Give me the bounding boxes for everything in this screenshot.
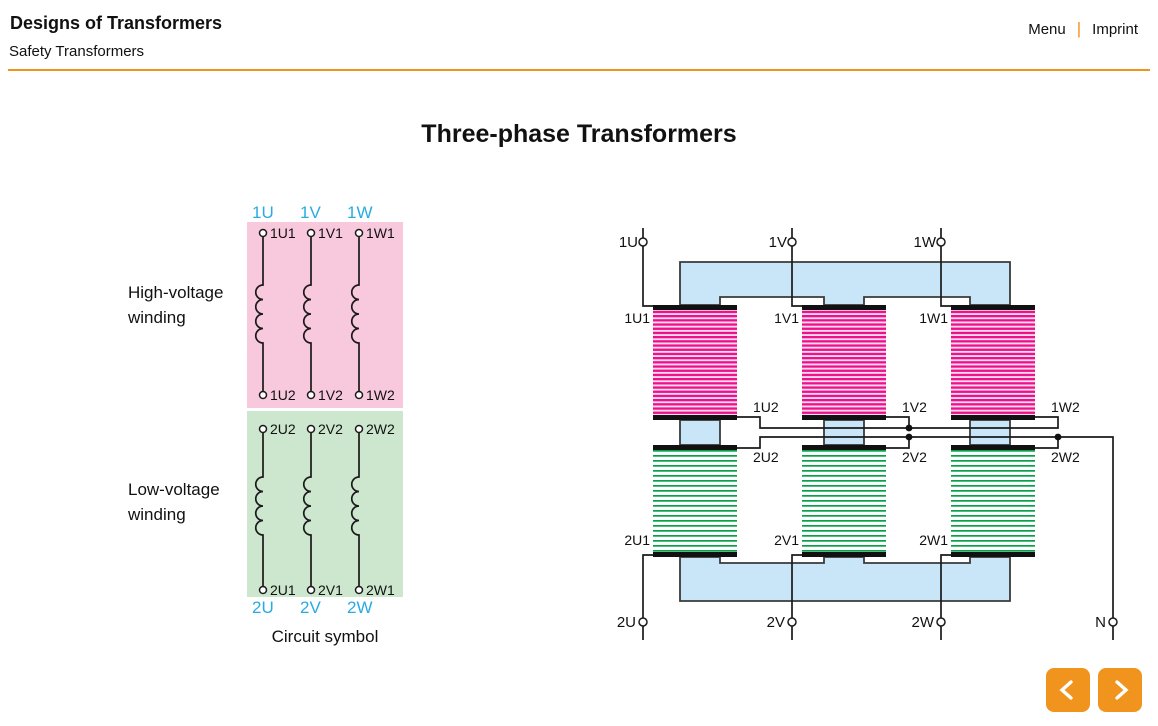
hv-winding-area xyxy=(247,222,403,408)
lv-start-label: 2V2 xyxy=(902,449,927,465)
lv-start-label: 2W2 xyxy=(1051,449,1080,465)
hv-bottom-label: 1U2 xyxy=(270,387,296,403)
header-divider xyxy=(8,69,1150,71)
hv-winding-3 xyxy=(951,310,1035,415)
hv-end-label: 1U2 xyxy=(753,399,779,415)
circuit-symbol-drawing xyxy=(254,228,364,595)
hv-winding-1 xyxy=(653,310,737,415)
chevron-left-icon xyxy=(1059,680,1073,700)
terminal-1v-label: 1V xyxy=(768,234,787,251)
hv-bottom-label: 1W2 xyxy=(366,387,395,403)
chevron-right-icon xyxy=(1115,680,1129,700)
lv-bottom-label: 2U1 xyxy=(270,582,296,598)
lv-windings xyxy=(653,445,1035,557)
core-construction-diagram: 1U 1V 1W 1U1 1V1 1W1 1U2 1V2 1W2 2U2 2V2… xyxy=(600,210,1158,650)
lv-start-label: 2U2 xyxy=(753,449,779,465)
circuit-symbol-caption: Circuit symbol xyxy=(271,627,379,646)
terminal-1v-label: 1V xyxy=(300,203,321,222)
lv-top-label: 2V2 xyxy=(318,421,343,437)
link-separator: | xyxy=(1076,19,1082,38)
hv-top-label: 1V1 xyxy=(318,225,343,241)
hv-top-label: 1W1 xyxy=(366,225,395,241)
lv-winding-2 xyxy=(802,450,886,552)
core-drawing xyxy=(638,228,1118,640)
terminal-2u-label: 2U xyxy=(252,598,274,617)
hv-start-label: 1U1 xyxy=(624,310,650,326)
junction-dots xyxy=(905,424,1062,441)
hv-end-label: 1V2 xyxy=(902,399,927,415)
hv-winding-label: High-voltage winding xyxy=(128,283,224,327)
terminal-n-label: N xyxy=(1095,614,1106,631)
menu-link[interactable]: Menu xyxy=(1028,20,1066,38)
app-title: Designs of Transformers xyxy=(10,13,223,33)
imprint-link[interactable]: Imprint xyxy=(1092,20,1138,38)
hv-start-label: 1W1 xyxy=(919,310,948,326)
circuit-symbol-diagram: High-voltage winding Low-voltage winding… xyxy=(120,200,420,660)
hv-winding-2 xyxy=(802,310,886,415)
lv-end-label: 2V1 xyxy=(774,532,799,548)
lv-bottom-label: 2V1 xyxy=(318,582,343,598)
lv-top-label: 2W2 xyxy=(366,421,395,437)
header-links: Menu | Imprint xyxy=(1028,19,1138,39)
terminal-circles xyxy=(258,228,364,595)
next-page-button[interactable] xyxy=(1098,668,1142,712)
lv-end-label: 2W1 xyxy=(919,532,948,548)
terminal-2u-label: 2U xyxy=(616,614,636,631)
lv-winding-1 xyxy=(653,450,737,552)
lv-bottom-label: 2W1 xyxy=(366,582,395,598)
hv-start-label: 1V1 xyxy=(774,310,799,326)
hv-windings xyxy=(653,305,1035,420)
hv-end-label: 1W2 xyxy=(1051,399,1080,415)
prev-page-button[interactable] xyxy=(1046,668,1090,712)
page-navigation xyxy=(1046,668,1142,712)
lv-winding-label: Low-voltage winding xyxy=(128,480,220,524)
terminal-2w-label: 2W xyxy=(347,598,373,617)
terminal-1w-label: 1W xyxy=(913,234,937,251)
lv-winding-3 xyxy=(951,450,1035,552)
app-subtitle: Safety Transformers xyxy=(9,43,145,60)
coil-wires xyxy=(254,237,360,587)
lv-top-label: 2U2 xyxy=(270,421,296,437)
terminal-1u-label: 1U xyxy=(618,234,638,251)
page-title: Three-phase Transformers xyxy=(421,120,737,148)
terminal-1w-label: 1W xyxy=(347,203,373,222)
wiring xyxy=(642,228,1114,640)
terminal-2w-label: 2W xyxy=(911,614,935,631)
terminal-1u-label: 1U xyxy=(252,203,274,222)
hv-top-label: 1U1 xyxy=(270,225,296,241)
terminal-circles xyxy=(638,237,1118,627)
terminal-2v-label: 2V xyxy=(766,614,785,631)
lv-winding-area xyxy=(247,411,403,597)
terminal-2v-label: 2V xyxy=(300,598,321,617)
lv-end-label: 2U1 xyxy=(624,532,650,548)
hv-bottom-label: 1V2 xyxy=(318,387,343,403)
